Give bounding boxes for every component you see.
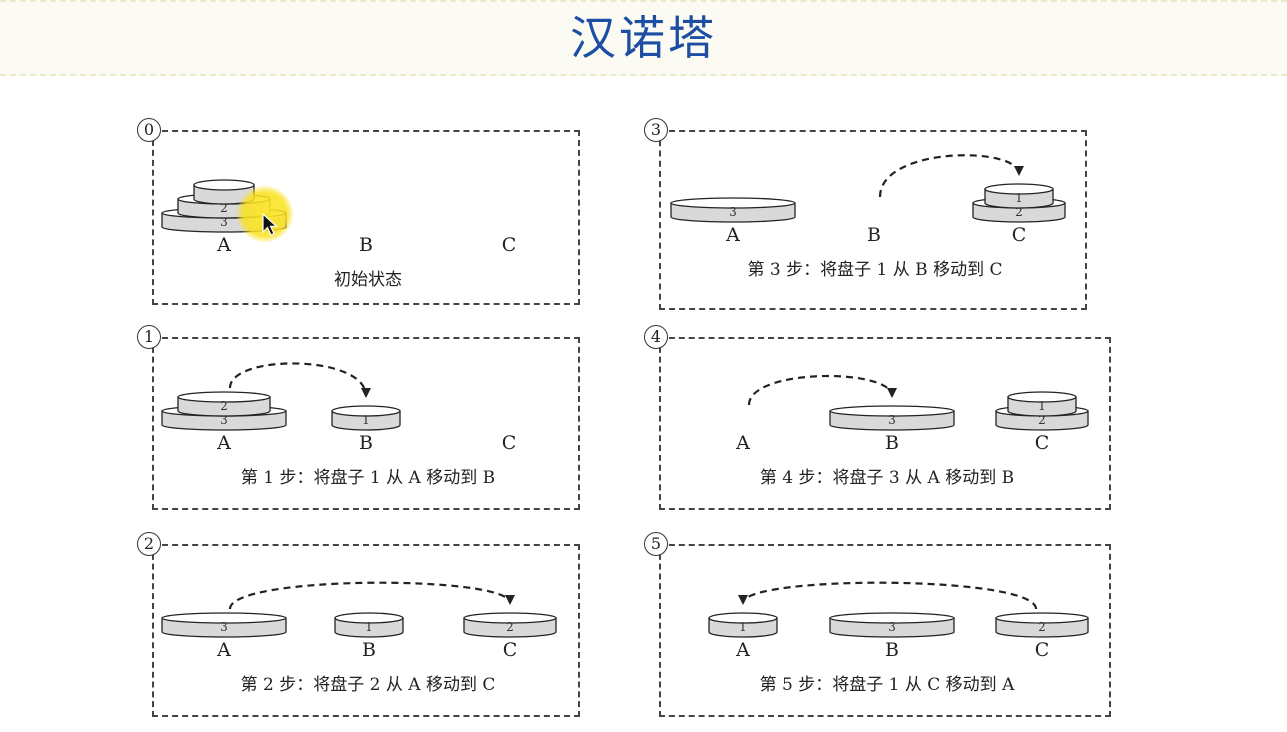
step-number-badge: 1 xyxy=(137,325,161,349)
disk-number: 1 xyxy=(1015,191,1023,205)
peg-label-a: A xyxy=(735,432,750,454)
disk-number: 3 xyxy=(888,620,896,634)
disk-3: 3 xyxy=(829,405,955,431)
step-number-badge: 2 xyxy=(137,532,161,556)
arrow-head-icon xyxy=(361,388,371,398)
arrow-head-icon xyxy=(887,388,897,398)
step-panel-5: A B C 1 3 2 第 5 步：将盘子 1 从 C 移动到 A xyxy=(659,544,1111,717)
disk-number: 3 xyxy=(729,205,737,219)
step-number-badge: 5 xyxy=(644,532,668,556)
cursor-highlight xyxy=(237,186,293,242)
disk-number: 3 xyxy=(888,413,896,427)
peg-label-a: A xyxy=(216,639,231,661)
disk-1: 1 xyxy=(708,612,778,638)
peg-label-b: B xyxy=(885,432,899,454)
disk-number: 2 xyxy=(220,201,228,215)
disk-number: 3 xyxy=(220,413,228,427)
step-caption: 初始状态 xyxy=(334,270,402,290)
move-arrow xyxy=(741,581,1038,610)
peg-label-b: B xyxy=(885,639,899,661)
disk-1: 1 xyxy=(984,183,1054,209)
peg-label-b: B xyxy=(359,432,373,454)
peg-label-c: C xyxy=(1035,639,1050,661)
peg-label-b: B xyxy=(359,234,373,256)
disk-3: 3 xyxy=(670,197,796,223)
disk-number: 2 xyxy=(506,620,514,634)
peg-label-c: C xyxy=(502,234,517,256)
step-number-badge: 4 xyxy=(644,325,668,349)
mouse-pointer-icon xyxy=(262,213,278,236)
peg-label-a: A xyxy=(735,639,750,661)
disk-number: 2 xyxy=(220,399,228,413)
disk-number: 2 xyxy=(1038,620,1046,634)
peg-label-b: B xyxy=(362,639,376,661)
disk-2: 2 xyxy=(995,612,1089,638)
step-number-badge: 0 xyxy=(137,118,161,142)
disk-number: 1 xyxy=(365,620,373,634)
disk-3: 3 xyxy=(161,612,287,638)
disk-2: 2 xyxy=(463,612,557,638)
step-panel-2: A B C 3 1 2 第 2 步：将盘子 2 从 A 移动到 C xyxy=(152,544,580,717)
move-arrow xyxy=(878,154,1021,198)
slide-title: 汉诺塔 xyxy=(570,11,717,65)
title-bar xyxy=(0,0,1287,76)
arrow-head-icon xyxy=(1014,166,1024,176)
arrow-head-icon xyxy=(505,595,515,605)
hanoi-drawing: A B C 3 21 xyxy=(670,154,1066,246)
move-arrow xyxy=(747,374,894,406)
disk-number: 2 xyxy=(1038,413,1046,427)
peg-label-c: C xyxy=(1012,224,1027,246)
peg-label-a: A xyxy=(216,234,231,256)
hanoi-drawing: A B C 32 1 xyxy=(161,362,517,454)
disk-1: 1 xyxy=(1007,391,1077,417)
hanoi-drawing: A B C 3 21 xyxy=(735,374,1089,454)
disk-3: 3 xyxy=(829,612,955,638)
disk-number: 1 xyxy=(1038,399,1046,413)
step-caption: 第 5 步：将盘子 1 从 C 移动到 A xyxy=(759,675,1015,695)
disk-number: 1 xyxy=(739,620,747,634)
step-caption: 第 2 步：将盘子 2 从 A 移动到 C xyxy=(240,675,496,695)
move-arrow xyxy=(228,581,512,610)
peg-label-c: C xyxy=(502,432,517,454)
hanoi-drawing: A B C 3 1 2 xyxy=(161,581,557,661)
disk-number: 3 xyxy=(220,215,228,229)
disk-number: 3 xyxy=(220,620,228,634)
peg-label-a: A xyxy=(216,432,231,454)
peg-label-b: B xyxy=(867,224,881,246)
disk-1: 1 xyxy=(334,612,404,638)
disk-number: 1 xyxy=(362,413,370,427)
disk-1: 1 xyxy=(331,405,401,431)
disk-number: 2 xyxy=(1015,205,1023,219)
peg-label-a: A xyxy=(725,224,740,246)
peg-label-c: C xyxy=(503,639,518,661)
step-caption: 第 3 步：将盘子 1 从 B 移动到 C xyxy=(747,260,1003,280)
hanoi-drawing: A B C 1 3 2 xyxy=(708,581,1089,661)
disk-1 xyxy=(193,179,255,205)
step-caption: 第 4 步：将盘子 3 从 A 移动到 B xyxy=(759,468,1015,488)
peg-label-c: C xyxy=(1035,432,1050,454)
step-caption: 第 1 步：将盘子 1 从 A 移动到 B xyxy=(240,468,496,488)
step-number-badge: 3 xyxy=(644,118,668,142)
arrow-head-icon xyxy=(738,595,748,605)
disk-2: 2 xyxy=(177,391,271,417)
move-arrow xyxy=(228,362,368,397)
